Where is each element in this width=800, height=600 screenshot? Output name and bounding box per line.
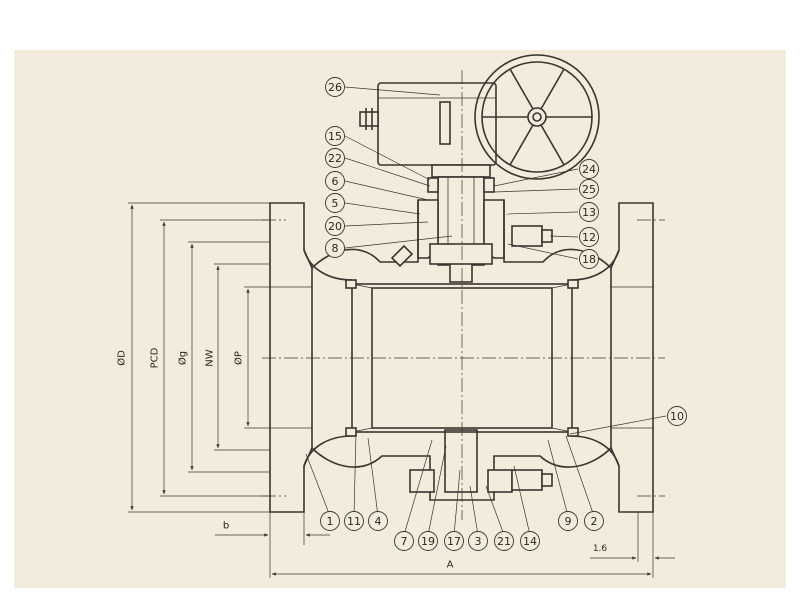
dim-op-label: ØP bbox=[233, 351, 245, 365]
dim-b-label: b bbox=[223, 521, 229, 532]
callout-18: 18 bbox=[579, 249, 599, 269]
callout-leaders bbox=[305, 86, 667, 536]
callout-22: 22 bbox=[325, 148, 345, 168]
dim-pcd-label: PCD bbox=[150, 347, 161, 368]
callout-label: 2 bbox=[591, 515, 598, 528]
callout-label: 19 bbox=[421, 535, 435, 548]
callout-3: 3 bbox=[468, 531, 488, 551]
callout-7: 7 bbox=[394, 531, 414, 551]
callout-label: 22 bbox=[328, 152, 342, 165]
callout-12: 12 bbox=[579, 227, 599, 247]
valve-body bbox=[303, 200, 620, 501]
dimension-lines bbox=[128, 202, 675, 578]
handwheel-icon bbox=[474, 54, 600, 180]
callout-13: 13 bbox=[579, 202, 599, 222]
dim-t-label: 1.6 bbox=[593, 544, 608, 554]
callout-label: 15 bbox=[328, 130, 342, 143]
callout-label: 3 bbox=[475, 535, 482, 548]
gear-operator bbox=[359, 82, 497, 178]
callout-17: 17 bbox=[444, 531, 464, 551]
callout-14: 14 bbox=[520, 531, 540, 551]
callout-8: 8 bbox=[325, 238, 345, 258]
callout-20: 20 bbox=[325, 216, 345, 236]
callout-19: 19 bbox=[418, 531, 438, 551]
dim-a-label: A bbox=[447, 560, 454, 571]
callout-label: 5 bbox=[332, 197, 339, 210]
dim-od-label: ØD bbox=[116, 350, 128, 366]
callout-4: 4 bbox=[368, 511, 388, 531]
dim-nw-label: NW bbox=[205, 349, 216, 366]
callout-15: 15 bbox=[325, 126, 345, 146]
callout-label: 17 bbox=[447, 535, 461, 548]
callout-label: 10 bbox=[670, 410, 684, 423]
callout-label: 8 bbox=[332, 242, 339, 255]
callout-5: 5 bbox=[325, 193, 345, 213]
dimension-labels: ØD PCD Øg NW ØP b A 1.6 bbox=[116, 347, 608, 570]
centerlines bbox=[262, 70, 665, 520]
stem-bonnet bbox=[417, 176, 505, 283]
callout-10: 10 bbox=[667, 406, 687, 426]
callout-2: 2 bbox=[584, 511, 604, 531]
callout-label: 6 bbox=[332, 175, 339, 188]
callout-label: 14 bbox=[523, 535, 537, 548]
callout-label: 12 bbox=[582, 231, 596, 244]
callout-26: 26 bbox=[325, 77, 345, 97]
callout-label: 21 bbox=[497, 535, 511, 548]
callout-21: 21 bbox=[494, 531, 514, 551]
callout-label: 13 bbox=[582, 206, 596, 219]
left-flange bbox=[269, 202, 313, 513]
callout-label: 1 bbox=[327, 515, 334, 528]
callout-label: 11 bbox=[347, 515, 361, 528]
callout-1: 1 bbox=[320, 511, 340, 531]
callout-9: 9 bbox=[558, 511, 578, 531]
callout-label: 20 bbox=[328, 220, 342, 233]
callout-label: 25 bbox=[582, 183, 596, 196]
right-flange bbox=[610, 202, 654, 513]
callout-label: 4 bbox=[375, 515, 382, 528]
callout-6: 6 bbox=[325, 171, 345, 191]
dim-og-label: Øg bbox=[177, 351, 189, 365]
callout-label: 24 bbox=[582, 163, 596, 176]
callout-label: 9 bbox=[565, 515, 572, 528]
callout-label: 18 bbox=[582, 253, 596, 266]
callout-11: 11 bbox=[344, 511, 364, 531]
callout-label: 26 bbox=[328, 81, 342, 94]
callout-24: 24 bbox=[579, 159, 599, 179]
callout-label: 7 bbox=[401, 535, 408, 548]
callout-25: 25 bbox=[579, 179, 599, 199]
